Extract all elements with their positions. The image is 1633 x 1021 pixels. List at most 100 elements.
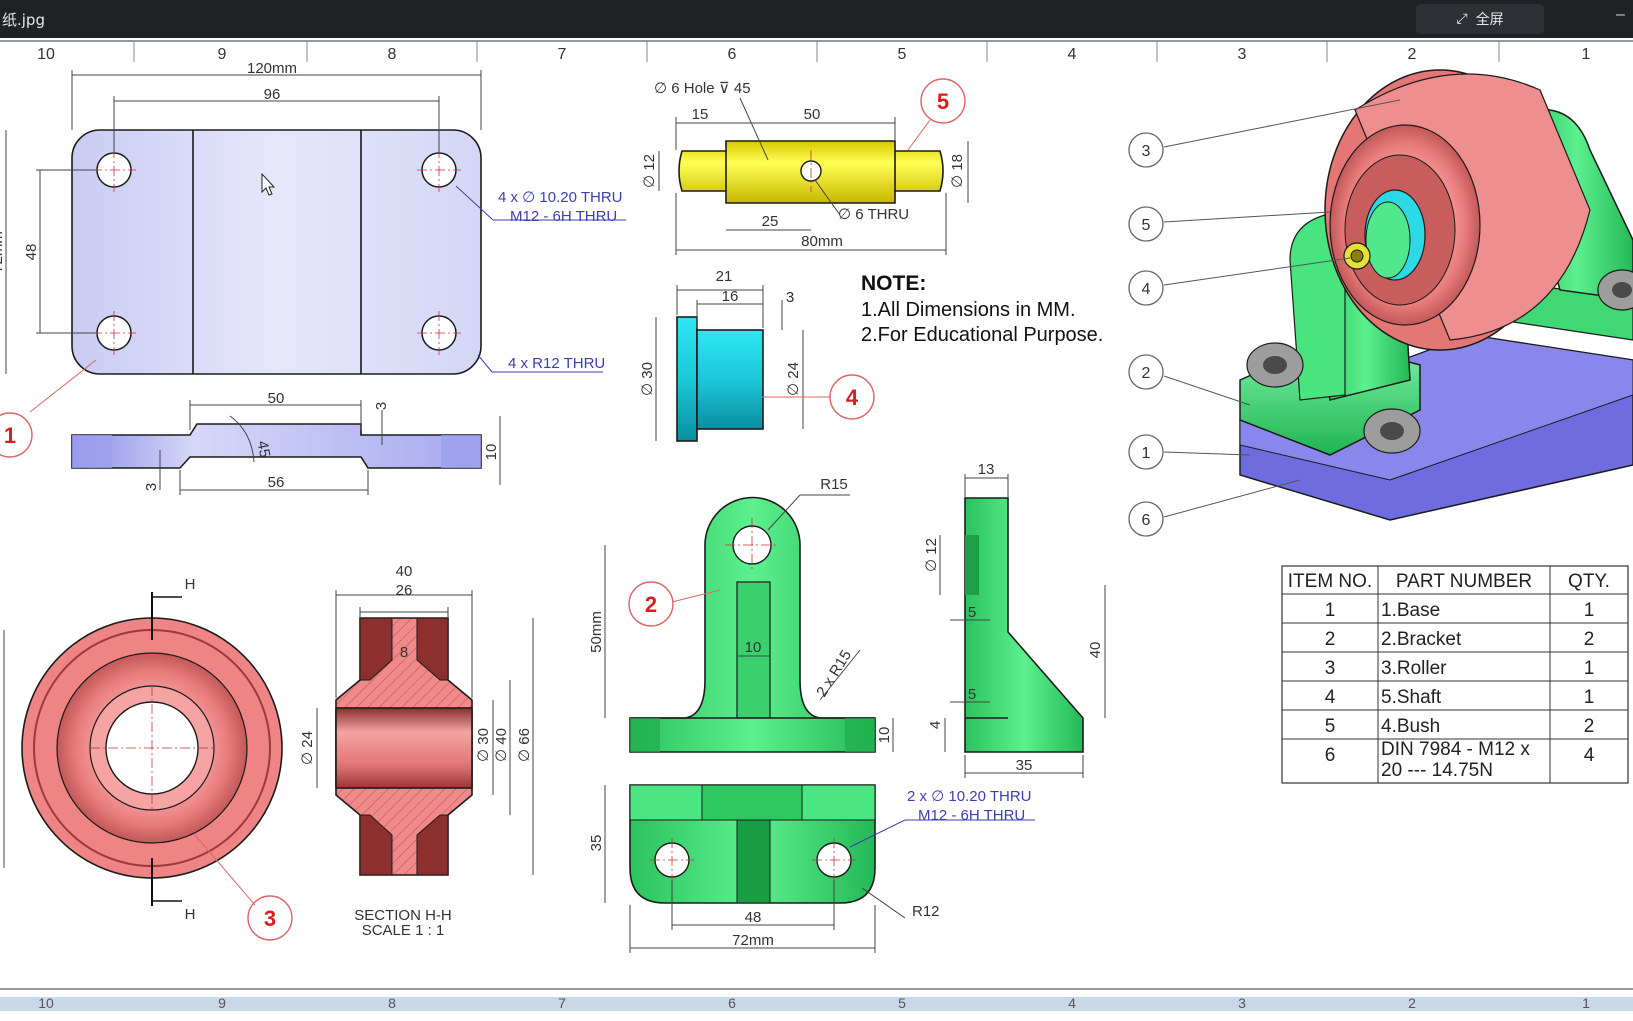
roller-groove: 8 [400,644,408,661]
roller-width-overall: 40 [396,563,413,580]
minimize-button[interactable]: – [1616,6,1625,23]
assembly-balloon-number: 1 [1142,445,1151,462]
bracket-side-depth: 35 [1016,757,1033,774]
balloon-3-number: 3 [264,906,276,931]
bom-cell-part: 2.Bracket [1381,629,1462,650]
zone-label-bottom: 3 [1238,995,1246,1011]
shaft-view [658,97,969,255]
zone-label-bottom: 2 [1408,995,1416,1011]
bracket-hole-spacing: 48 [745,909,762,926]
base-side-thickness: 10 [483,444,500,461]
bracket-side-top: 13 [978,461,995,478]
bom-cell-qty: 1 [1584,687,1595,708]
zone-label-top: 6 [728,46,737,63]
zone-label-bottom: 7 [558,995,566,1011]
roller-front-view [3,592,283,906]
base-hole-spacing-x: 96 [264,86,281,103]
zone-label-top: 9 [218,46,227,63]
bracket-side-view [939,474,1106,778]
base-side-bottom-depth: 3 [143,483,160,491]
balloon-1 [0,412,33,458]
bom-row-6-part-line2: 20 --- 14.75N [1381,760,1493,781]
bracket-plan-view [604,784,1035,953]
roller-section-view [316,590,534,876]
roller-width-rim: 26 [396,582,413,599]
expand-arrows-icon: ⤢ [1456,11,1468,27]
notes-line-1: 1.All Dimensions in MM. [861,299,1076,321]
drawing-notes: NOTE: 1.All Dimensions in MM. 2.For Educ… [861,272,1103,346]
bom-cell-part: DIN 7984 - M12 x [1381,739,1530,760]
balloon-4 [829,374,875,420]
assembly-balloon [1128,434,1164,470]
shaft-step-length: 15 [692,106,709,123]
roller-bore-diameter: ∅ 24 [299,731,316,765]
balloon-2-number: 2 [645,592,657,617]
bom-cell-part: 1.Base [1381,600,1440,621]
bracket-side-web: 5 [968,604,976,621]
zone-label-bottom: 4 [1068,995,1076,1011]
shaft-hole-position: 25 [762,213,779,230]
bracket-web-width: 10 [745,639,762,656]
zone-label-bottom: 1 [1582,995,1590,1011]
section-scale: SCALE 1 : 1 [362,922,445,939]
bracket-corner-radius: R12 [912,903,940,920]
balloon-4-number: 4 [846,385,859,410]
zone-label-bottom: 9 [218,995,226,1011]
shaft-main-length: 50 [804,106,821,123]
bracket-side-web-low: 5 [968,686,976,703]
notes-line-2: 2.For Educational Purpose. [861,324,1103,346]
bracket-top-radius: R15 [820,476,848,493]
bracket-side-foot: 4 [927,721,944,729]
bracket-foot-thickness: 10 [876,727,893,744]
zone-label-top: 4 [1068,46,1077,63]
base-side-depth: 3 [373,402,390,410]
roller-hub-diameter: ∅ 30 [475,728,492,762]
section-mark-top: H [185,576,196,593]
zone-label-bottom: 10 [38,995,54,1011]
base-hole-callout-2: M12 - 6H THRU [510,208,617,225]
shaft-overall-length: 80mm [801,233,843,250]
section-label: SECTION H-H [354,907,452,924]
zone-labels-bottom: 10 9 8 7 6 5 4 3 2 1 [38,995,1590,1011]
assembly-balloon-number: 2 [1142,365,1151,382]
assembly-balloon-number: 6 [1142,512,1151,529]
base-side-slot-bottom: 56 [268,474,285,491]
zone-label-bottom: 8 [388,995,396,1011]
bom-cell-qty: 4 [1584,745,1595,766]
assembly-isometric-view [1163,69,1633,521]
zone-label-top: 2 [1408,46,1417,63]
zone-label-top: 7 [558,46,567,63]
bom-cell-item: 6 [1325,745,1336,766]
assembly-balloon [1128,270,1164,306]
base-height-dimension: 72mm [0,231,6,273]
zone-label-bottom: 5 [898,995,906,1011]
bom-cell-qty: 2 [1584,629,1595,650]
shaft-thru-note: ∅ 6 THRU [838,206,909,223]
bom-cell-qty: 1 [1584,600,1595,621]
base-side-view [71,400,501,495]
base-hole-spacing-y: 48 [23,244,40,261]
fullscreen-button[interactable]: ⤢ 全屏 [1416,4,1544,34]
fullscreen-label: 全屏 [1475,12,1504,28]
bush-body-length: 16 [722,288,739,305]
roller-outer-diameter: ∅ 66 [516,728,533,762]
bush-flange-diameter: ∅ 30 [639,362,656,396]
bracket-side-height: 40 [1087,642,1104,659]
bom-cell-item: 1 [1325,600,1336,621]
bom-header-item: ITEM NO. [1288,571,1372,592]
balloon-5-number: 5 [937,89,949,114]
zone-label-bottom: 6 [728,995,736,1011]
assembly-balloon-number: 5 [1142,217,1151,234]
base-side-slot-top: 50 [268,390,285,407]
shaft-small-diameter: ∅ 12 [641,154,658,188]
bom-cell-qty: 2 [1584,716,1595,737]
base-plan-view [5,70,626,413]
bush-view [655,285,830,442]
section-mark-bottom: H [185,906,196,923]
bracket-height: 50mm [588,611,605,653]
assembly-balloon [1128,501,1164,537]
